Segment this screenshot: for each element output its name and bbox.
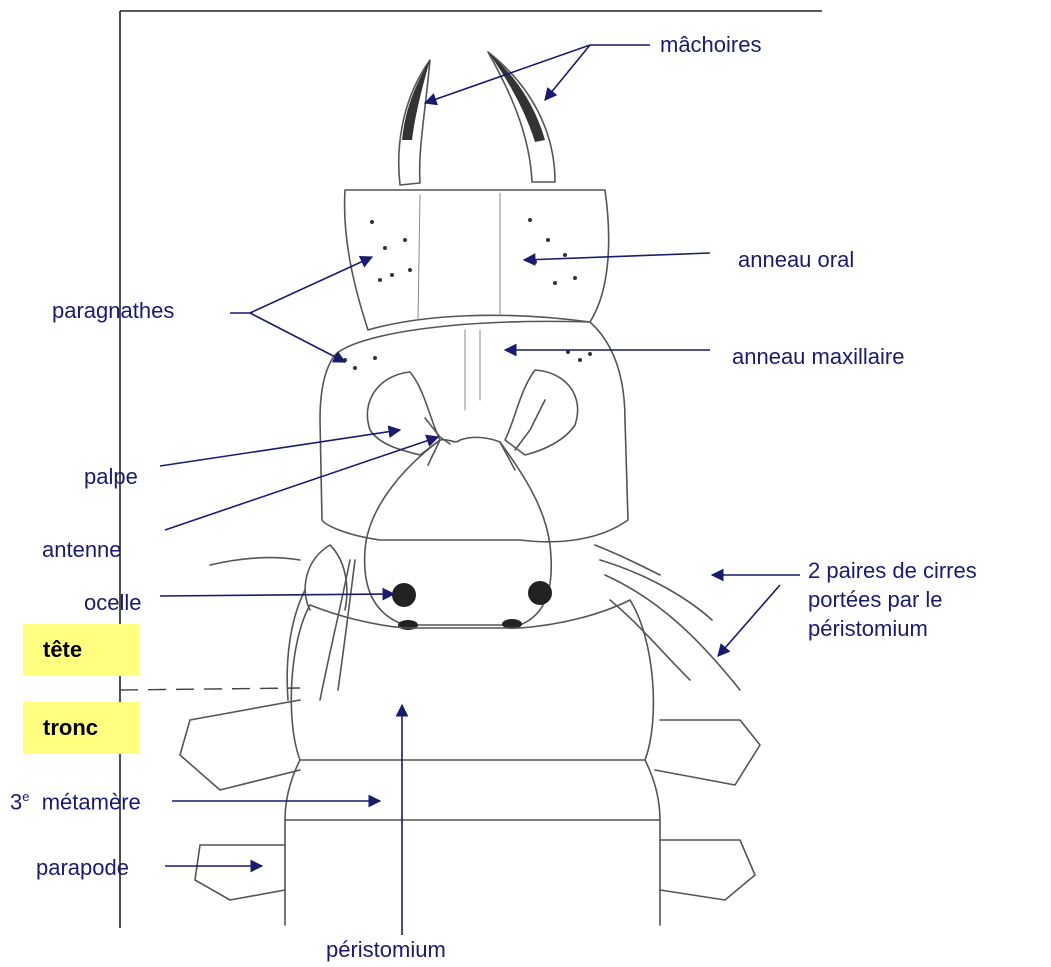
ocelle-left [392,583,416,607]
ocelle-right [528,581,552,605]
label-tete-box: tête [23,624,140,676]
metamere-number: 3 [10,789,22,814]
label-ocelle: ocelle [84,592,141,614]
label-peristomium: péristomium [326,939,446,961]
label-cirres-line1: 2 paires de cirres [808,560,977,582]
label-palpe: palpe [84,466,138,488]
label-tronc-box: tronc [23,702,140,754]
palps [367,370,577,455]
prostomium [365,400,552,630]
metamere-word: métamère [42,789,141,814]
label-machoires: mâchoires [660,34,761,56]
label-cirres-line3: péristomium [808,618,928,640]
oral-ring [345,190,609,330]
annotation-pointers [160,45,800,935]
label-parapode: parapode [36,857,129,879]
trunk-segments [180,700,760,925]
label-paragnathes: paragnathes [52,300,174,322]
tete-tronc-divider [120,688,300,690]
label-anneau-oral: anneau oral [738,249,854,271]
label-antenne: antenne [42,539,122,561]
maxillary-ring [320,321,628,541]
label-anneau-maxillaire: anneau maxillaire [732,346,904,368]
label-3e-metamere: 3e métamère [10,790,141,813]
label-cirres-line2: portées par le [808,589,943,611]
jaws [399,52,555,185]
peristomium-body [210,545,740,760]
